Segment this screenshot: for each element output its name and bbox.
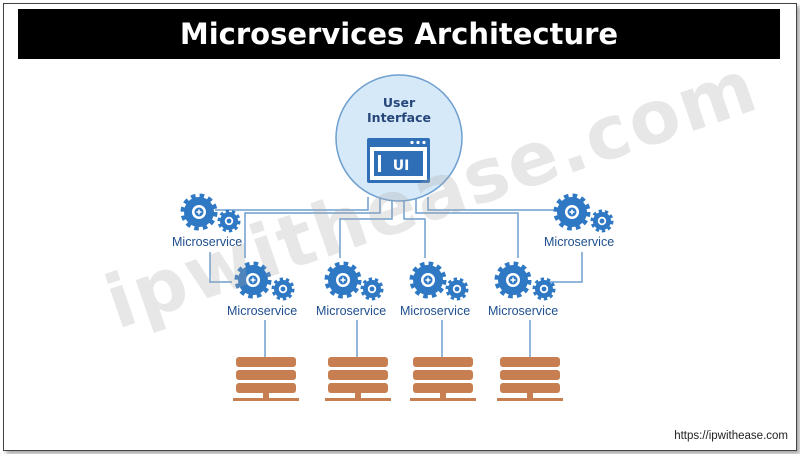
line-to-microservice-2 xyxy=(244,197,381,258)
line-left-to-microservice-2 xyxy=(209,252,232,283)
microservice-label-left: Microservice xyxy=(172,235,243,249)
line-to-microservice-3 xyxy=(339,200,393,258)
line-to-left-microservice xyxy=(215,197,369,211)
line-right-to-microservice-5 xyxy=(540,252,583,283)
title-bar: Microservices Architecture xyxy=(18,9,780,59)
microservice-label-right: Microservice xyxy=(544,235,615,249)
page-title: Microservices Architecture xyxy=(179,17,619,51)
source-url: https://ipwithease.com xyxy=(674,430,788,442)
browser-window-icon: UI xyxy=(367,138,430,183)
ui-screen-text: UI xyxy=(393,158,410,174)
microservice-label-5: Microservice xyxy=(488,304,559,318)
microservice-label-2: Microservice xyxy=(227,304,298,318)
line-to-right-microservice xyxy=(427,197,568,211)
microservice-label-4: Microservice xyxy=(400,304,471,318)
microservice-label-3: Microservice xyxy=(316,304,387,318)
gear-icon-4 xyxy=(413,265,466,298)
gear-icon-5 xyxy=(498,265,553,298)
user-interface-label: User Interface xyxy=(367,95,431,125)
database-server-icon-1 xyxy=(233,357,299,401)
database-server-icon-3 xyxy=(410,357,476,401)
line-to-microservice-5 xyxy=(415,197,519,258)
user-interface-node: UI xyxy=(335,74,463,202)
line-to-microservice-4 xyxy=(403,200,426,258)
database-server-icon-4 xyxy=(497,357,563,401)
gear-icon-right xyxy=(557,197,611,230)
database-server-icon-2 xyxy=(325,357,391,401)
connector-lines xyxy=(209,197,583,358)
